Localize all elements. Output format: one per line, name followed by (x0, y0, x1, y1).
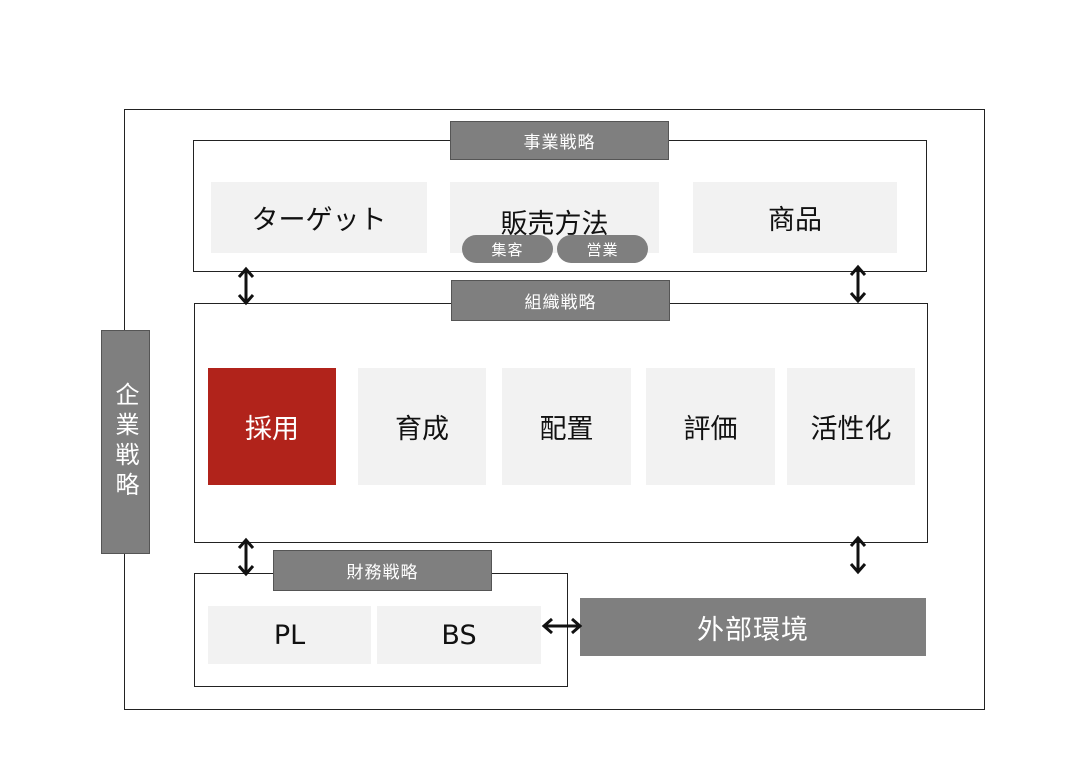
organization-strategy-tag: 組織戦略 (451, 280, 670, 321)
arrow-business-org-right (849, 264, 867, 304)
sub-pill-customer-acquisition: 集客 (462, 235, 553, 263)
financial-strategy-tag: 財務戦略 (273, 550, 492, 591)
sales-method-label: 販売方法 (500, 209, 609, 240)
org-item-placement: 配置 (502, 368, 631, 485)
org-item-evaluation: 評価 (646, 368, 775, 485)
arrow-business-org-left (237, 266, 255, 306)
arrow-finance-external (541, 617, 583, 635)
external-environment-block: 外部環境 (580, 598, 926, 656)
corporate-strategy-tag: 企業戦略 (101, 330, 150, 554)
arrow-org-external (849, 535, 867, 575)
arrow-org-finance (237, 537, 255, 577)
finance-item-bs: BS (377, 606, 541, 664)
business-item-product: 商品 (693, 182, 897, 253)
org-item-recruitment: 採用 (208, 368, 336, 485)
business-strategy-tag: 事業戦略 (450, 121, 669, 160)
org-item-development: 育成 (358, 368, 486, 485)
finance-item-pl: PL (208, 606, 371, 664)
org-item-activation: 活性化 (787, 368, 915, 485)
sub-pill-sales: 営業 (557, 235, 648, 263)
business-item-target: ターゲット (211, 182, 427, 253)
